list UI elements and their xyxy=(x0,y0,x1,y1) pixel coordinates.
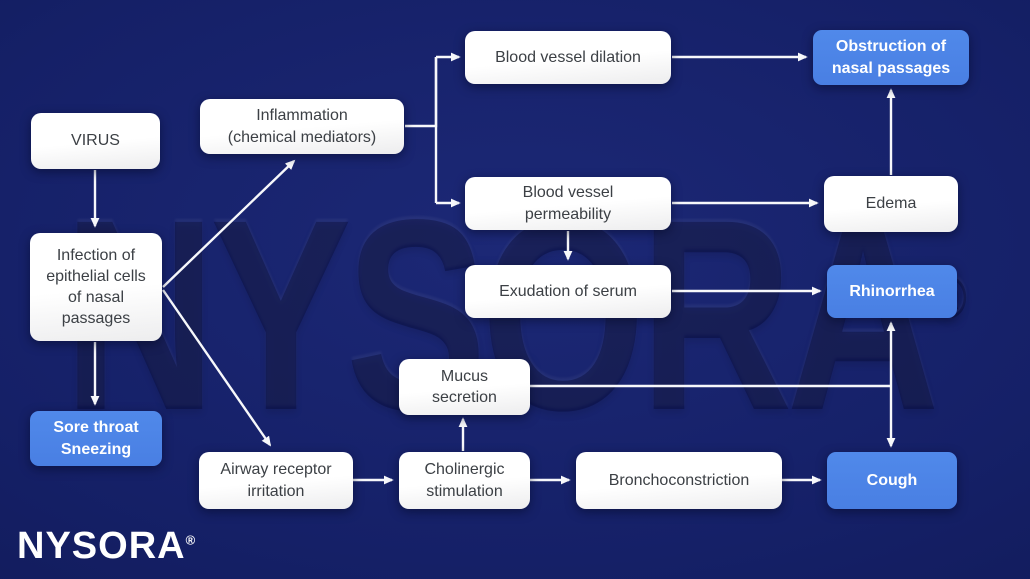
node-exudation: Exudation of serum xyxy=(465,265,671,318)
connector-inflammation-split xyxy=(405,57,438,128)
node-airway-receptor: Airway receptor irritation xyxy=(199,452,353,509)
node-blood-vessel-permeability: Blood vessel permeability xyxy=(465,177,671,230)
arrow-infection-to-airway xyxy=(162,289,272,447)
node-inflammation: Inflammation (chemical mediators) xyxy=(200,99,404,154)
registered-mark-icon: ® xyxy=(185,532,196,548)
node-bronchoconstriction: Bronchoconstriction xyxy=(576,452,782,509)
node-edema: Edema xyxy=(824,176,958,232)
node-infection: Infection of epithelial cells of nasal p… xyxy=(30,233,162,341)
nysora-logo: NYSORA® xyxy=(17,525,196,567)
node-cough: Cough xyxy=(827,452,957,509)
node-obstruction: Obstruction of nasal passages xyxy=(813,30,969,85)
node-cholinergic: Cholinergic stimulation xyxy=(399,452,530,509)
node-blood-vessel-dilation: Blood vessel dilation xyxy=(465,31,671,84)
node-rhinorrhea: Rhinorrhea xyxy=(827,265,957,318)
node-sore-throat: Sore throat Sneezing xyxy=(30,411,162,466)
arrow-infection-to-inflammation xyxy=(162,159,296,288)
node-virus: VIRUS xyxy=(31,113,160,169)
node-mucus-secretion: Mucus secretion xyxy=(399,359,530,415)
